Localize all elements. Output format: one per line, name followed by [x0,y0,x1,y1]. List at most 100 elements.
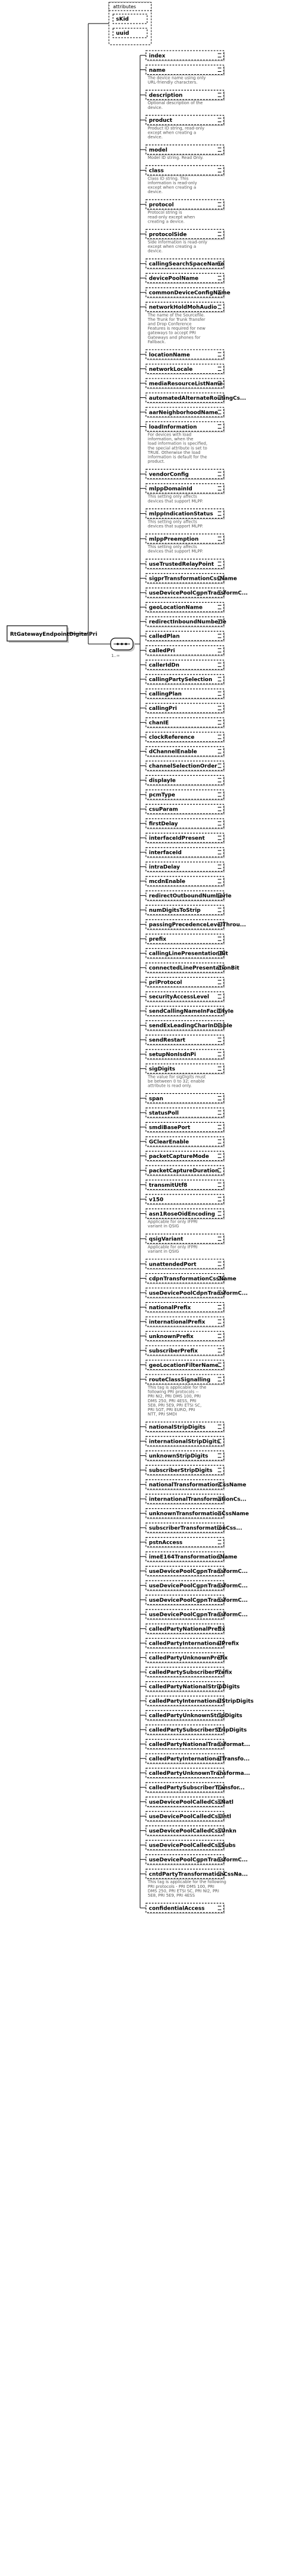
child-element: devicePoolName [145,273,225,284]
element-name: calledPartyUnknownPrefix [149,1655,228,1661]
child-element: span [145,1093,225,1104]
child-element: unknownTransformationCssName [145,1508,249,1519]
element-doc-line: be between 0 to 32; enable [148,1079,205,1084]
element-name: span [149,1096,163,1102]
element-doc-line: except when creating a [148,185,196,190]
child-element: setupNonIsdnPi [145,1049,225,1060]
element-doc-line: Fallback. [148,340,165,344]
element-name: calledPartySubscriberStripDigits [149,1728,247,1734]
element-name: protocolSide [149,232,187,238]
child-element: geoLocationName [145,602,225,613]
element-doc-line: The name of the Sourcefile. [147,313,205,317]
element-box [145,392,224,403]
element-name: calledPartyInternationalTransfo... [149,1757,250,1762]
child-element: GClearEnable [145,1136,225,1148]
element-doc-line: information, when the [148,437,193,441]
element-name: packetCaptureMode [149,1154,209,1160]
element-box [145,1768,224,1778]
attribute-name: sKid [116,16,129,22]
child-element: calledPartyUnknownStripDigits [145,1710,243,1721]
child-element: v150 [145,1194,225,1206]
element-box [145,1580,224,1591]
element-box [145,1638,224,1648]
child-element: callingPlan [145,688,225,700]
element-name: calledPartyUnknownStripDigits [149,1713,243,1719]
element-box [145,616,224,627]
child-element: connectedLinePresentationBit [145,962,240,974]
element-doc-line: Protocol string is [148,210,182,215]
element-box [145,1122,224,1133]
element-name: packetCaptureDuration [149,1168,219,1174]
element-name: pstnAccess [149,1540,182,1546]
element-name: cntdPartyTransformationCssNa... [149,1872,248,1878]
element-name: model [149,148,167,154]
child-element: networkLocale [145,363,225,375]
element-name: dChannelEnable [149,749,197,755]
element-box [145,1287,224,1298]
element-name: redirectInboundNumberIe [149,619,227,625]
element-box [145,559,224,569]
element-box [145,165,224,175]
element-name: subscriberPrefix [149,1348,198,1354]
element-box [145,1107,224,1118]
child-element: locationName [145,349,225,360]
element-doc-line: devices that support MLPP. [148,499,203,503]
element-box [145,1049,224,1060]
element-name: useTrustedRelayPoint [149,562,214,567]
element-name: callingLinePresentationBit [149,951,228,957]
element-name: imeE164TransformationName [149,1555,237,1561]
child-element: pcmType [145,789,225,801]
child-element: clockReference [145,732,225,743]
child-element: chanIE [145,717,225,729]
element-box [145,1093,224,1104]
element-box [145,1479,224,1490]
element-box [145,948,224,958]
element-box [145,349,224,360]
element-box [145,991,224,1002]
element-box [145,630,224,641]
element-doc-line: 5E8, PRI 5E9, PRI ETSI SC, [148,1403,201,1407]
child-element: sendRestart [145,1034,225,1046]
element-box [145,273,224,283]
element-doc-line: information is read-only [148,181,197,185]
element-name: geoLocationFilterName [149,1363,218,1369]
element-box [145,1695,224,1706]
element-name: useDevicePoolCgpnTransformC... [149,590,248,596]
element-box [145,115,224,125]
element-name: geoLocationName [149,605,202,611]
element-box [145,1710,224,1721]
element-name: sigDigits [149,1067,175,1073]
element-doc-line: information is default for the [148,455,207,460]
element-name: unknownPrefix [149,1334,194,1340]
child-element: useDevicePoolCgpnTransformC... [145,1566,248,1577]
element-name: subscriberStripDigits [149,1468,212,1474]
child-element: useDevicePoolCalledCssNatl [145,1797,234,1808]
element-name: callingPri [149,706,177,712]
child-element: calledPartyUnknownTransforma... [145,1768,250,1779]
element-name: internationalPrefix [149,1319,205,1325]
element-box [145,1508,224,1519]
element-doc-line: This tag is applicable for the following [147,1880,226,1884]
element-box [145,1724,224,1735]
child-element: useDevicePoolCgpnTransformC... [145,587,248,599]
element-name: qsigVariant [149,1237,184,1243]
element-box [145,483,224,494]
child-element: unattendedPort [145,1259,225,1270]
element-doc-line: device. [148,249,162,254]
child-element: commonDeviceConfigName [145,287,230,298]
element-box [145,789,224,800]
child-element: calledPartySubscriberPrefix [145,1667,232,1678]
element-name: firstDelay [149,821,178,827]
child-element: intraDelay [145,861,225,873]
element-name: chanIE [149,721,169,726]
element-name: internationalTransformationCs... [149,1497,247,1503]
element-name: internationalStripDigits [149,1439,220,1445]
element-name: mlppIndicationStatus [149,512,213,517]
element-name: networkLocale [149,367,192,373]
